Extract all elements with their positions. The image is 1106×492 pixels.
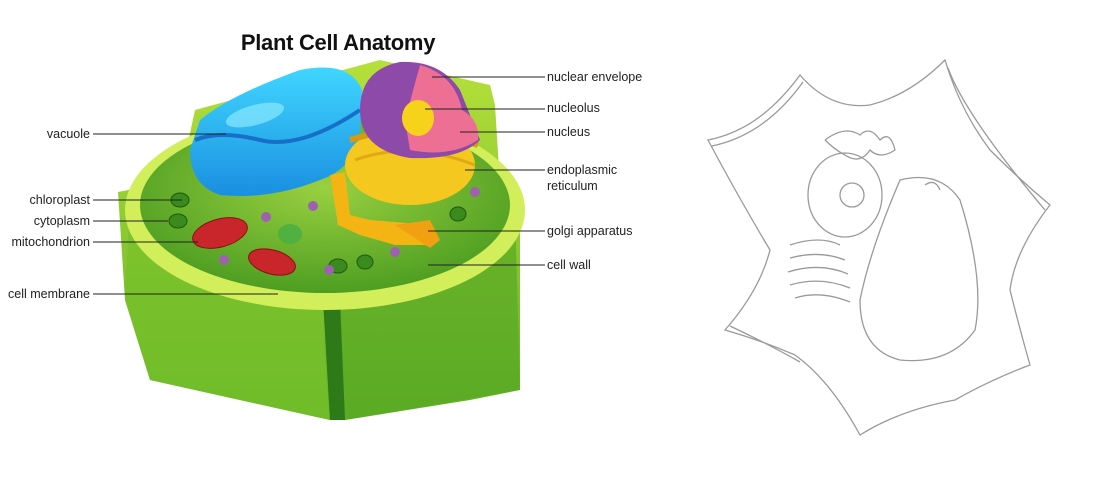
label-nucleus: nucleus: [547, 125, 591, 139]
label-chloroplast: chloroplast: [29, 193, 90, 207]
vacuole: [190, 67, 362, 196]
golgi-apparatus: [330, 172, 440, 248]
label-mitochondrion: mitochondrion: [11, 235, 90, 249]
plastid: [278, 224, 302, 244]
label-reticulum: reticulum: [547, 179, 598, 193]
diagram-title: Plant Cell Anatomy: [240, 30, 436, 55]
label-golgi-apparatus: golgi apparatus: [547, 224, 633, 238]
nucleolus: [402, 100, 434, 136]
mitochondria: [192, 217, 296, 276]
label-endoplasmic: endoplasmic: [547, 163, 618, 177]
label-cell-membrane: cell membrane: [8, 287, 90, 301]
label-nucleolus: nucleolus: [547, 101, 600, 115]
leader-lines: [93, 76, 545, 295]
peroxisomes: [219, 187, 480, 275]
nucleus: [360, 61, 480, 159]
label-vacuole: vacuole: [46, 127, 90, 141]
cell-sketch: [707, 58, 1051, 436]
label-cell-wall: cell wall: [547, 258, 591, 272]
label-nuclear-envelope: nuclear envelope: [547, 70, 643, 84]
label-cytoplasm: cytoplasm: [33, 214, 90, 228]
